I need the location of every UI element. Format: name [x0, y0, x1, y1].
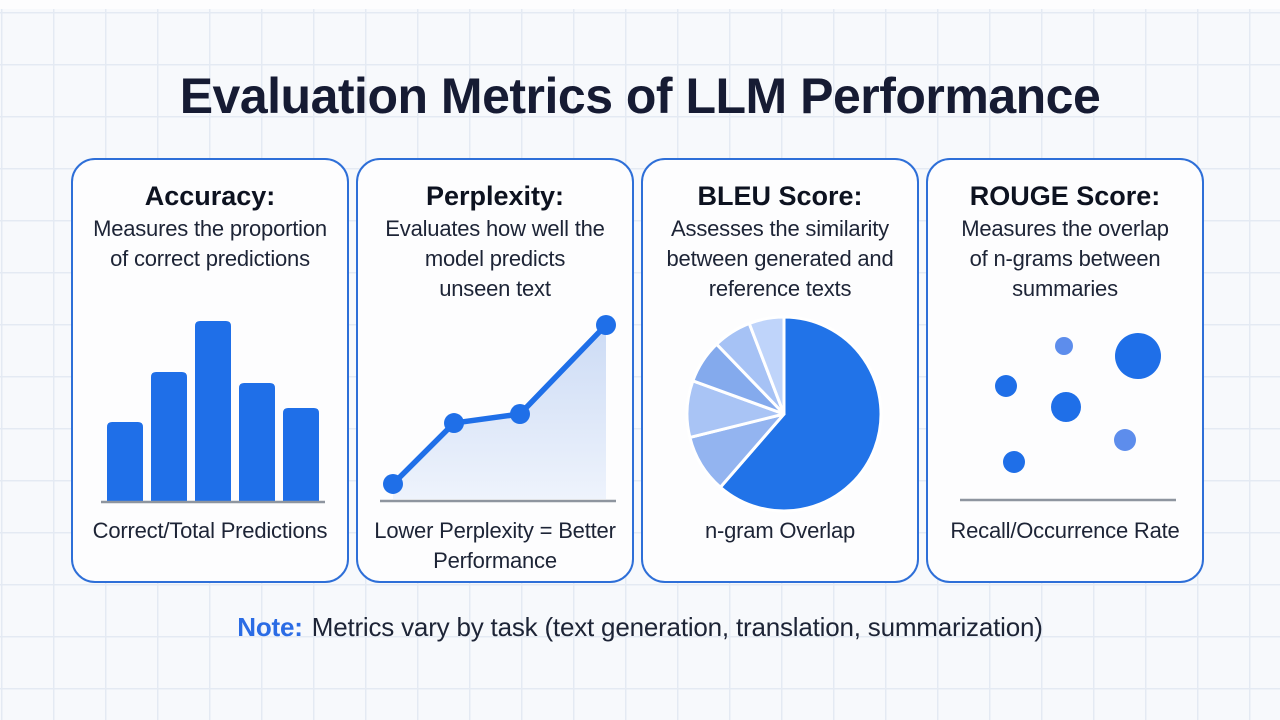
- top-band: [0, 0, 1280, 9]
- scatter-chart: [960, 333, 1176, 502]
- card-title: Accuracy:: [144, 181, 276, 211]
- footnote: Note: Metrics vary by task (text generati…: [0, 612, 1280, 643]
- bar-chart: [101, 321, 325, 504]
- page-title: Evaluation Metrics of LLM Performance: [179, 68, 1101, 124]
- card-bleu-score: BLEU Score: Assesses the similarity betw…: [641, 158, 919, 583]
- chart-caption: Correct/Total Predictions: [92, 518, 328, 543]
- note-label: Note:: [237, 612, 303, 642]
- card-title: ROUGE Score:: [969, 181, 1161, 211]
- chart-caption: Recall/Occurrence Rate: [950, 518, 1180, 543]
- pie-chart: [685, 315, 883, 513]
- note-text: Metrics vary by task (text generation, t…: [311, 612, 1043, 642]
- card-description: Evaluates how well the model predicts un…: [385, 216, 605, 301]
- card-title: Perplexity:: [425, 181, 565, 211]
- card-title: BLEU Score:: [697, 181, 863, 211]
- line-chart: [380, 315, 616, 503]
- chart-caption: Lower Perplexity = Better Performance: [374, 518, 616, 573]
- chart-caption: n-gram Overlap: [704, 518, 856, 543]
- card-accuracy: Accuracy: Measures the proportion of cor…: [71, 158, 349, 583]
- card-perplexity: Perplexity: Evaluates how well the model…: [356, 158, 634, 583]
- card-description: Assesses the similarity between generate…: [666, 216, 894, 301]
- card-rouge-score: ROUGE Score: Measures the overlap of n-g…: [926, 158, 1204, 583]
- card-description: Measures the proportion of correct predi…: [93, 216, 327, 271]
- card-description: Measures the overlap of n-grams between …: [961, 216, 1169, 301]
